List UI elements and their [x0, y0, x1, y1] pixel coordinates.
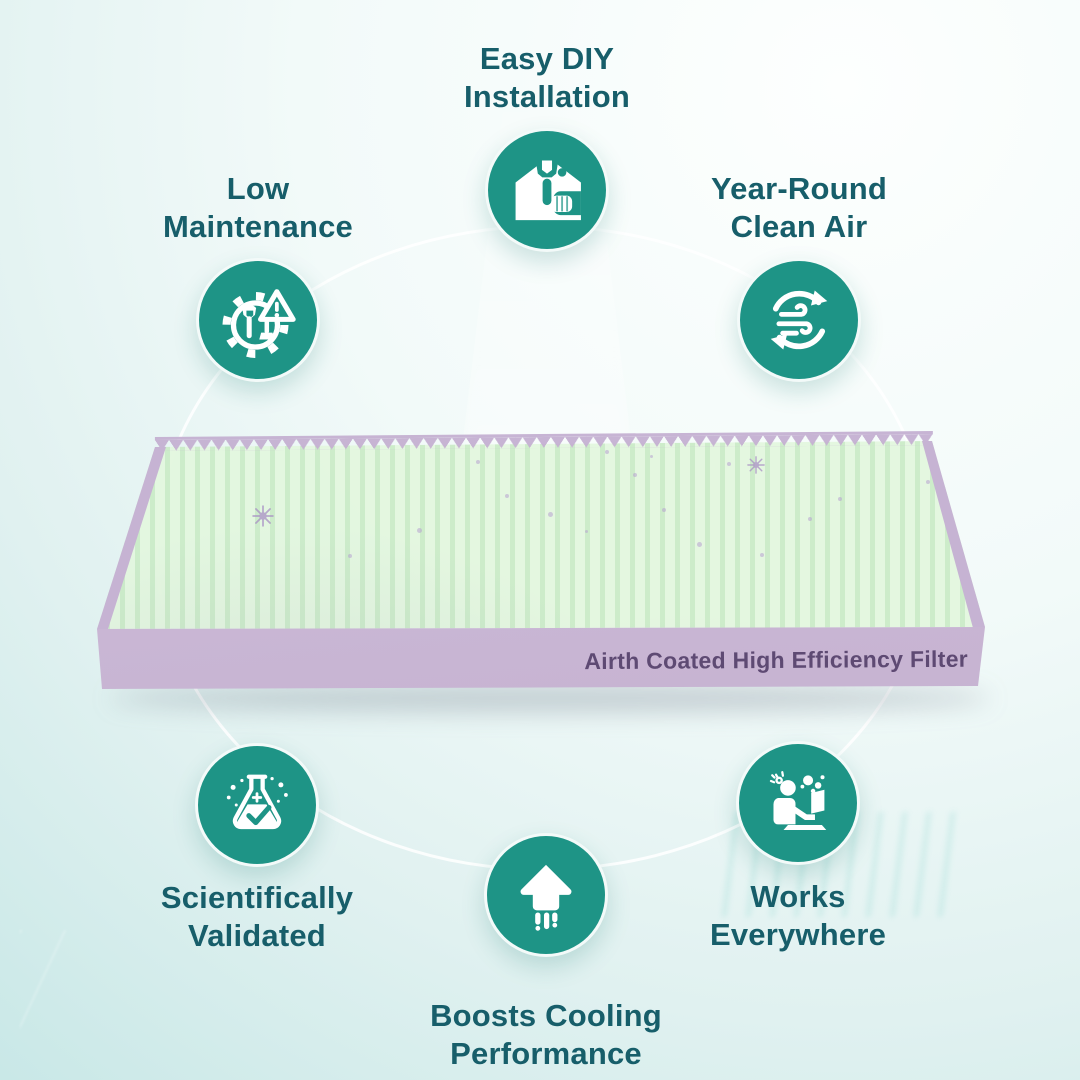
feature-label-line2: Maintenance — [163, 209, 353, 244]
feature-label-line1: Low — [226, 171, 290, 206]
feature-label: Year-Round Clean Air — [711, 170, 887, 246]
feature-label: Low Maintenance — [163, 170, 353, 246]
feature-year-round-clean-air: Year-Round Clean Air — [589, 170, 1009, 382]
feature-label-line1: Scientifically — [160, 880, 354, 915]
feature-label-line2: Clean Air — [730, 209, 868, 244]
boost-arrow-icon — [484, 833, 608, 957]
feature-label-line1: Year-Round — [711, 171, 887, 206]
virus-particle-icon — [747, 456, 765, 474]
gear-tools-warning-icon — [196, 258, 320, 382]
filter-shadow — [110, 684, 990, 712]
light-streak — [20, 930, 180, 1080]
feature-scientifically-validated: Scientifically Validated — [47, 743, 467, 955]
feature-label-line2: Everywhere — [709, 917, 887, 952]
feature-easy-diy-installation: Easy DIY Installation — [337, 40, 757, 252]
feature-label-line2: Installation — [463, 79, 631, 114]
virus-particle-icon — [252, 505, 274, 527]
feature-works-everywhere: Works Everywhere — [588, 741, 1008, 954]
feature-low-maintenance: Low Maintenance — [48, 170, 468, 382]
feature-label-line1: Boosts Cooling — [430, 998, 662, 1033]
feature-label-line1: Works — [750, 879, 846, 914]
feature-label: Scientifically Validated — [161, 879, 353, 955]
feature-label-line1: Easy DIY — [479, 41, 615, 76]
person-laptop-icon — [736, 741, 860, 865]
feature-boosts-cooling-performance: Boosts Cooling Performance — [336, 833, 756, 1073]
feature-label-line2: Validated — [188, 918, 326, 953]
feature-label: Easy DIY Installation — [464, 40, 630, 116]
feature-label: Works Everywhere — [710, 878, 886, 954]
flask-checkmark-icon — [195, 743, 319, 867]
feature-label: Boosts Cooling Performance — [430, 997, 662, 1073]
house-wrench-icon — [485, 128, 609, 252]
air-circulation-icon — [737, 258, 861, 382]
feature-label-line2: Performance — [450, 1036, 642, 1071]
